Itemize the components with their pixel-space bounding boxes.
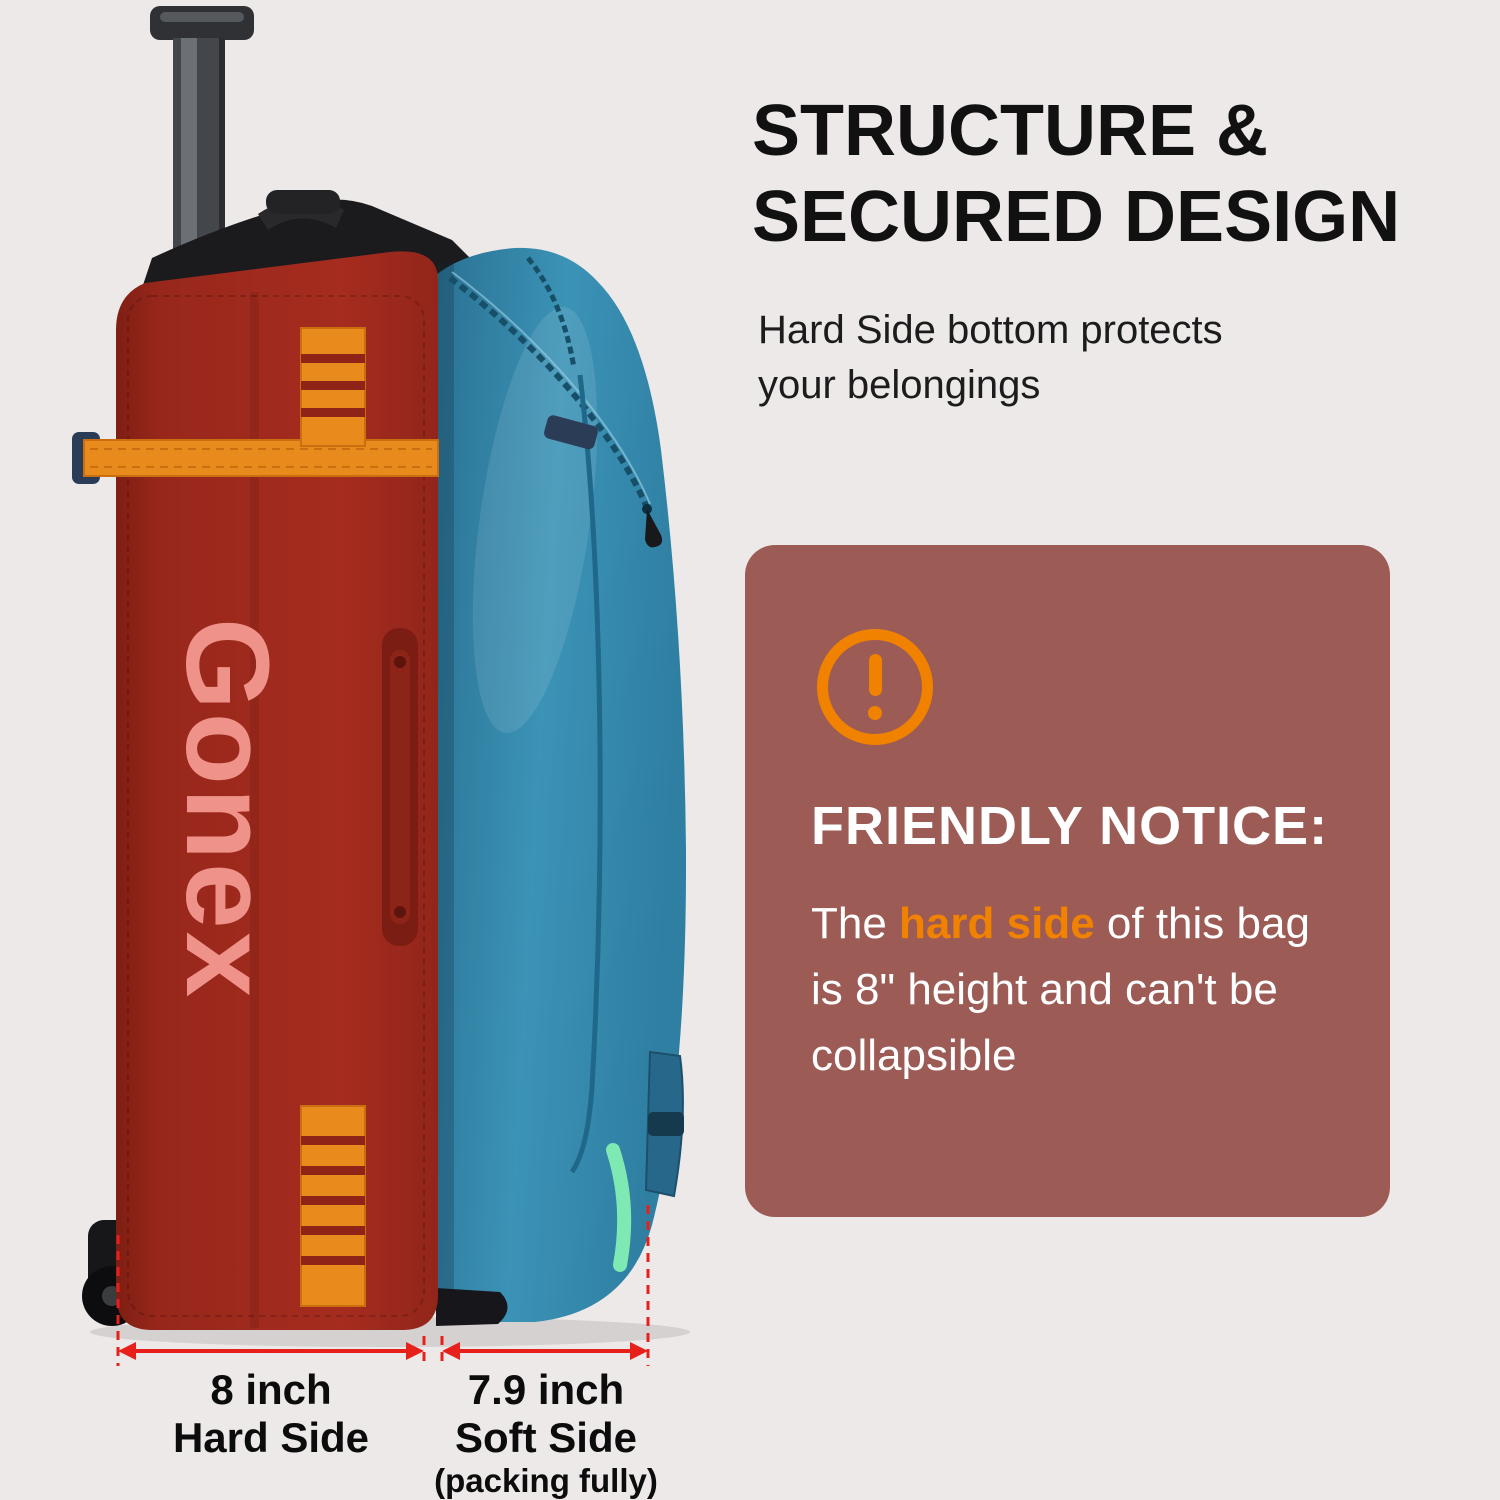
friendly-notice-card: FRIENDLY NOTICE: The hard side of this b… <box>745 545 1390 1217</box>
subtitle-line-1: Hard Side bottom protects <box>758 308 1223 352</box>
brand-logo: Gonex <box>161 618 293 1000</box>
green-accent <box>606 1143 632 1272</box>
zipper-pull <box>642 504 663 548</box>
soft-side-label: Soft Side <box>454 1414 637 1461</box>
ladder-strap-bottom <box>300 1105 366 1307</box>
notice-body-suffix: of this bag is 8" height and can't be co… <box>811 899 1310 1080</box>
trolley-handle <box>150 6 254 270</box>
headline: STRUCTURE & SECURED DESIGN <box>752 88 1400 260</box>
main-zipper <box>448 275 651 512</box>
soft-side-value: 7.9 inch <box>467 1366 625 1413</box>
subtitle-line-2: your belongings <box>758 363 1041 407</box>
headline-line-2: SECURED DESIGN <box>752 177 1401 257</box>
hard-side-value: 8 inch <box>210 1366 332 1413</box>
notice-body: The hard side of this bag is 8" height a… <box>811 891 1351 1089</box>
exclamation-dot <box>868 706 882 720</box>
subtitle: Hard Side bottom protects your belonging… <box>758 303 1223 413</box>
top-handle-grip <box>266 190 340 214</box>
exclamation-bar <box>868 654 882 696</box>
compression-strap <box>644 1050 684 1198</box>
soft-side-note: (packing fully) <box>434 1462 658 1499</box>
headline-line-1: STRUCTURE & <box>752 91 1268 171</box>
soft-side-measurement: 7.9 inch Soft Side (packing fully) <box>394 1366 698 1500</box>
ladder-strap-top <box>300 327 366 447</box>
side-grab-handle <box>382 628 418 946</box>
measurement-annotations <box>116 1205 650 1366</box>
soft-side-panel <box>436 247 687 1322</box>
side-strap-loop <box>544 415 598 450</box>
top-pocket-zipper <box>526 256 577 369</box>
notice-heading: FRIENDLY NOTICE: <box>811 796 1329 856</box>
notice-body-prefix: The <box>811 899 900 948</box>
notice-body-highlight: hard side <box>899 899 1095 948</box>
hard-side-label: Hard Side <box>172 1414 370 1461</box>
horizontal-strap <box>72 432 439 484</box>
front-seam <box>569 374 603 1174</box>
hard-side-measurement: 8 inch Hard Side <box>120 1366 422 1462</box>
rear-foot <box>436 1288 508 1326</box>
exclamation-circle-icon <box>817 629 933 745</box>
hard-side-panel: Gonex <box>72 251 439 1331</box>
